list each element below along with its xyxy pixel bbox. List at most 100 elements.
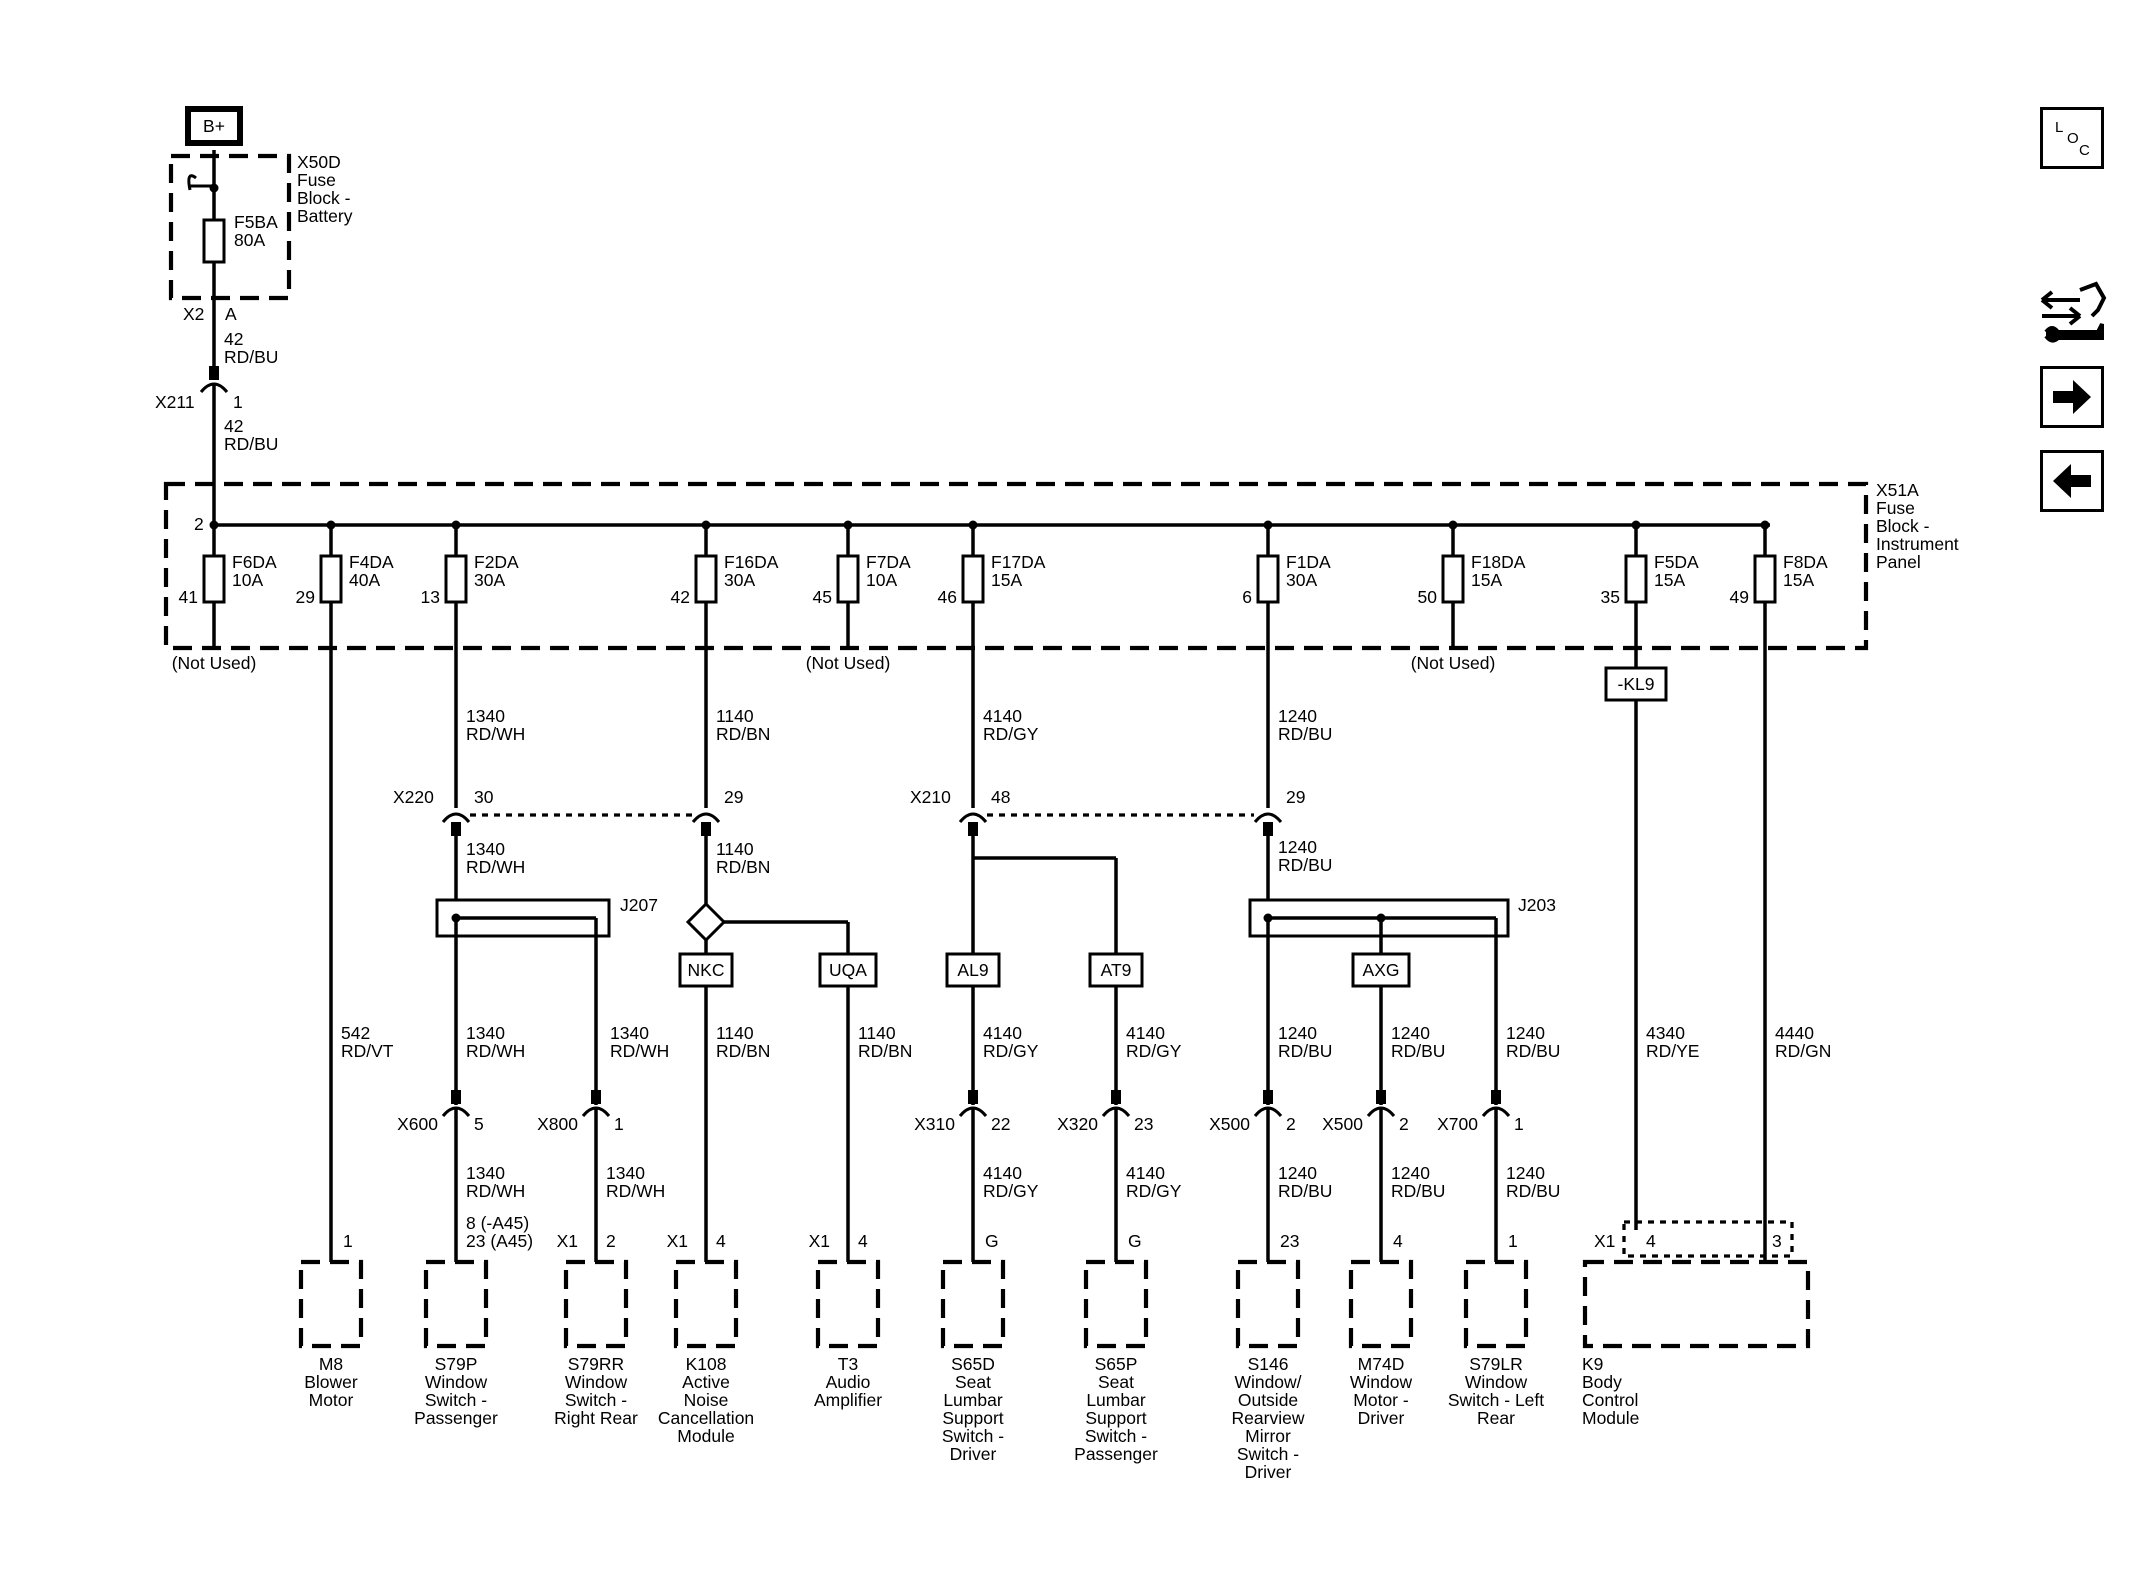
lower-wire-circuit: 1340 — [606, 1163, 645, 1183]
feed-wire-circuit-2: 42 — [224, 416, 243, 436]
fuse-id: F7DA — [866, 552, 911, 572]
branch-wire-circuit: 4340 — [1646, 1023, 1685, 1043]
battery-fuse-block-name-1: Fuse — [297, 170, 336, 190]
branch-wire-color: RD/GY — [1126, 1041, 1182, 1061]
lower-wire-circuit: 1340 — [466, 1163, 505, 1183]
branch-wire-circuit: 542 — [341, 1023, 370, 1043]
component-name-line: Module — [677, 1426, 734, 1446]
f2da-wire-circuit: 1340 — [466, 706, 505, 726]
loc-letter-c: C — [2079, 142, 2090, 159]
component-name-line: Lumbar — [943, 1390, 1003, 1410]
branch-wire-circuit: 1140 — [716, 1023, 754, 1043]
component-name-line: Driver — [950, 1444, 997, 1464]
component-pin: 2 — [606, 1231, 616, 1251]
feed-wire-color-1: RD/BU — [224, 347, 278, 367]
fuse-pin: 41 — [179, 587, 198, 607]
branch-wire-circuit: 1340 — [610, 1023, 649, 1043]
fuse-rating: 15A — [1783, 570, 1814, 590]
fuse-f5ba — [202, 218, 226, 264]
f17da-wire-circuit: 4140 — [983, 706, 1022, 726]
battery-fuse-block-name-2: Block - — [297, 188, 351, 208]
component-name-line: Lumbar — [1086, 1390, 1146, 1410]
loc-letter-l: L — [2055, 119, 2063, 136]
connector-swap-icon[interactable] — [2036, 276, 2108, 346]
fuse-f5ba-rating: 80A — [234, 230, 265, 250]
x210-connector-id: X210 — [910, 787, 951, 807]
component-name-line: Switch - Left — [1448, 1390, 1544, 1410]
component-name-line: Seat — [955, 1372, 991, 1392]
connector-id: X600 — [397, 1114, 438, 1134]
fuse-pin: 35 — [1601, 587, 1620, 607]
component-connector: X1 — [809, 1231, 830, 1251]
option-branch-diamond — [685, 901, 727, 943]
fuse-pin: 13 — [421, 587, 440, 607]
ip-fuse-block-name-3: Instrument — [1876, 534, 1959, 554]
option-nkc: NKC — [688, 960, 725, 980]
component-name-line: Rearview — [1232, 1408, 1305, 1428]
k9-connector-id: X1 — [1594, 1231, 1615, 1251]
component-id: M8 — [319, 1354, 343, 1374]
fuse-rating: 15A — [1471, 570, 1502, 590]
feed-wire-color-2: RD/BU — [224, 434, 278, 454]
component-name-line: Rear — [1477, 1408, 1515, 1428]
splice-j207 — [435, 898, 611, 938]
splice-j203 — [1248, 898, 1510, 938]
connector-pin: 2 — [1286, 1114, 1296, 1134]
lower-wire-color: RD/BU — [1506, 1181, 1560, 1201]
fuse-rating: 40A — [349, 570, 380, 590]
inline-connectors: X220 30 29 X210 48 29 — [393, 787, 1305, 836]
component-name-line: Amplifier — [814, 1390, 882, 1410]
connector-id: X320 — [1057, 1114, 1098, 1134]
loc-button[interactable]: L O C — [2040, 107, 2104, 169]
lower-wire-color: RD/BU — [1278, 1181, 1332, 1201]
battery-connector-pin: A — [225, 304, 237, 324]
branch-wire-circuit: 4140 — [1126, 1023, 1165, 1043]
branch-wire-circuit: 1240 — [1278, 1023, 1317, 1043]
fuse-pin: 49 — [1730, 587, 1749, 607]
component-name-line: Switch - — [565, 1390, 627, 1410]
component-id: T3 — [838, 1354, 858, 1374]
component-connector: X1 — [557, 1231, 578, 1251]
component-id: S79LR — [1469, 1354, 1523, 1374]
f16da-wire-color: RD/BN — [716, 724, 770, 744]
fuse-id: F5DA — [1654, 552, 1699, 572]
battery-connector-id: X2 — [183, 304, 204, 324]
next-page-button[interactable] — [2040, 366, 2104, 428]
lower-wire-circuit: 1240 — [1506, 1163, 1545, 1183]
component-name-line: Switch - — [942, 1426, 1004, 1446]
lower-wire-circuit: 4140 — [983, 1163, 1022, 1183]
fuse-pin: 50 — [1418, 587, 1438, 607]
component-name-line: Support — [942, 1408, 1003, 1428]
previous-page-button[interactable] — [2040, 450, 2104, 512]
x211-connector-pin: 1 — [233, 392, 243, 412]
branch-wire-color: RD/YE — [1646, 1041, 1699, 1061]
component-name-line: Mirror — [1245, 1426, 1291, 1446]
lower-wire-color: RD/GY — [983, 1181, 1039, 1201]
fuse-id: F8DA — [1783, 552, 1828, 572]
component-name-line: Audio — [826, 1372, 871, 1392]
branch-wire-circuit: 1240 — [1506, 1023, 1545, 1043]
lower-wire-circuit: 1240 — [1391, 1163, 1430, 1183]
component-id: S79P — [435, 1354, 478, 1374]
component-name-line: Window — [1465, 1372, 1528, 1392]
j207-feed-circuit: 1340 — [466, 839, 505, 859]
component-id: S79RR — [568, 1354, 624, 1374]
branch-wire-color: RD/BU — [1391, 1041, 1445, 1061]
option-axg: AXG — [1363, 960, 1400, 980]
fuse-rating: 10A — [232, 570, 263, 590]
